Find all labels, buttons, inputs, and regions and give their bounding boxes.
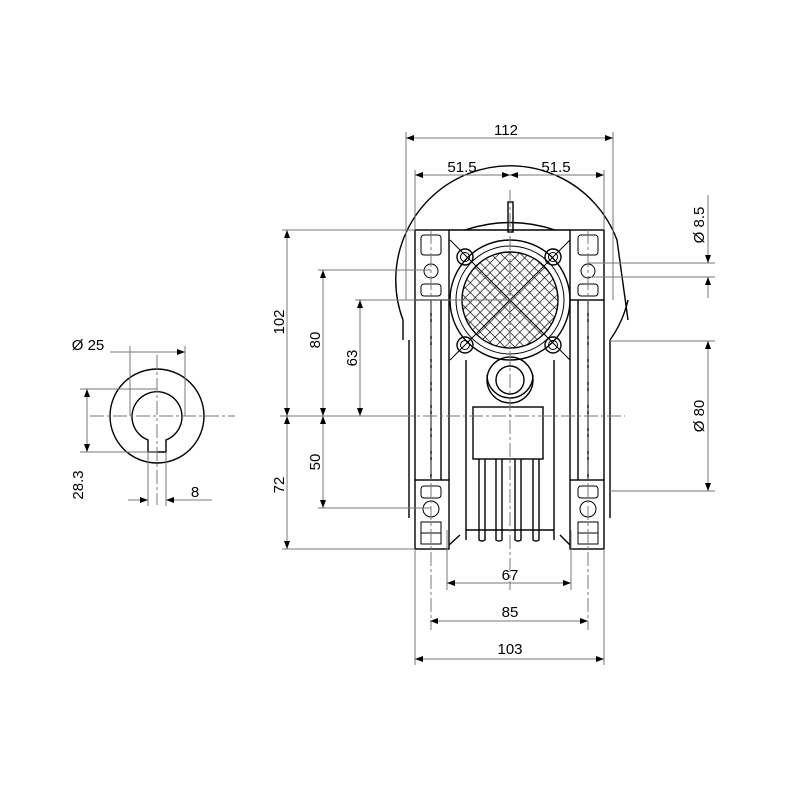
dim-half-width-right: 51.5	[541, 159, 570, 176]
dim-overall-width: 112	[494, 122, 518, 139]
dim-flange-dia: Ø 80	[691, 400, 708, 433]
dim-input-height: 63	[344, 350, 361, 367]
dim-bore-dia: Ø 25	[72, 337, 105, 354]
dim-half-width-left: 51.5	[447, 159, 476, 176]
dim-mount-hole-dia: Ø 8.5	[691, 207, 708, 244]
dim-foot-inner: 67	[502, 567, 519, 584]
dim-height-bottom: 72	[271, 477, 288, 494]
gearbox-body	[395, 165, 629, 630]
dimension-lines	[80, 132, 715, 665]
dimension-labels: 112 51.5 51.5 Ø 8.5 102 80 63 50 72 Ø 80…	[70, 122, 708, 658]
dim-key-height: 28.3	[70, 470, 87, 499]
dim-hole-height-top: 80	[307, 332, 324, 349]
dim-foot-width: 103	[497, 641, 522, 658]
shaft-end-view	[90, 355, 235, 505]
dim-foot-holes: 85	[502, 604, 519, 621]
dim-hole-height-bottom: 50	[307, 454, 324, 471]
dim-key-width: 8	[191, 484, 199, 501]
dim-height-top: 102	[271, 309, 288, 334]
